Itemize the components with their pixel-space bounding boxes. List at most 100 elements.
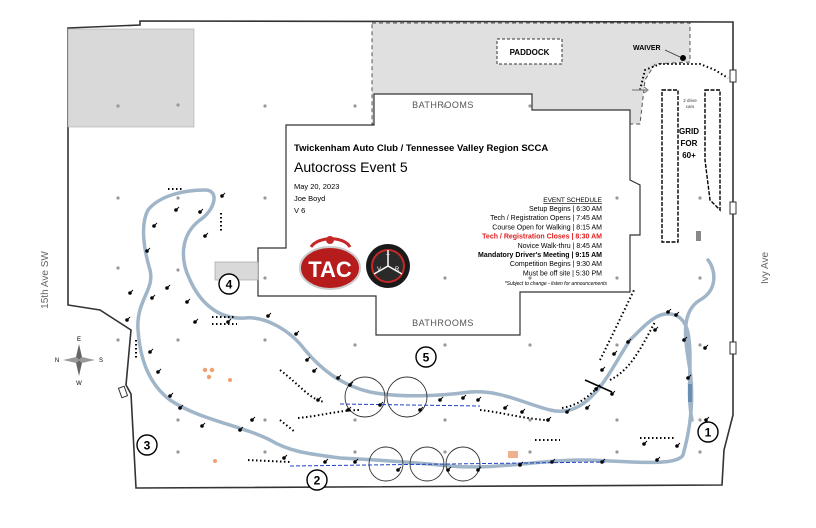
light-pole <box>528 418 532 422</box>
light-pole <box>615 450 619 454</box>
light-pole <box>528 276 532 280</box>
light-pole <box>353 450 357 454</box>
light-pole <box>698 418 702 422</box>
cone-pointer <box>551 458 556 463</box>
cone-pointer <box>601 366 606 371</box>
cone-pointer <box>337 374 342 379</box>
cone-pointer <box>547 416 552 421</box>
svg-text:S: S <box>99 358 103 364</box>
paddock-entry-arrow <box>632 86 649 94</box>
schedule-item: Competition Begins | 9:30 AM <box>510 261 602 268</box>
cone-pointer <box>447 466 452 471</box>
cone-pointer <box>149 348 154 353</box>
light-pole <box>615 343 619 347</box>
compass-rose: E W N S <box>55 337 103 387</box>
cone-pointer <box>227 318 232 323</box>
cone-pointer <box>566 408 571 413</box>
light-pole <box>353 343 357 347</box>
bathrooms-bottom-label: BATHROOMS <box>412 318 474 328</box>
cone-pointer <box>504 404 509 409</box>
cone-pointer <box>613 350 618 355</box>
cone-pointer <box>586 404 591 409</box>
grid-lane-left <box>661 89 679 243</box>
cone-pointer <box>129 289 134 294</box>
cone-pointer <box>186 298 191 303</box>
cone-pointer <box>704 344 709 349</box>
light-pole <box>263 418 267 422</box>
cone-pointer <box>153 222 158 227</box>
light-pole <box>263 450 267 454</box>
cone-pointer <box>654 326 659 331</box>
light-pole <box>443 276 447 280</box>
street-left-label: 15th Ave SW <box>40 251 51 309</box>
building-northwest <box>67 28 195 128</box>
paddock-label: PADDOCK <box>510 48 550 57</box>
cone-pointer <box>656 456 661 461</box>
schedule-item: Mandatory Driver's Meeting | 9:15 AM <box>478 252 602 259</box>
timing-box <box>508 451 518 458</box>
cone-pointer <box>683 336 688 341</box>
cone-pointer <box>179 404 184 409</box>
cone-pointer <box>157 368 162 373</box>
grid-note-line2: cars <box>686 104 695 109</box>
event-org: Twickenham Auto Club / Tennessee Valley … <box>294 143 548 154</box>
cone-pointer <box>477 396 482 401</box>
grid-lane-right <box>704 89 721 212</box>
timing-line-lower <box>289 461 606 467</box>
cone-pointer <box>379 401 384 406</box>
cone-pointer <box>306 356 311 361</box>
cone-pointer <box>349 381 354 386</box>
light-pole <box>116 338 120 342</box>
schedule-item: Must be off site | 5:30 PM <box>523 270 602 277</box>
light-pole <box>263 276 267 280</box>
cone-pointer <box>295 330 300 335</box>
event-date: May 20, 2023 <box>294 182 339 191</box>
cone-walls <box>135 188 675 463</box>
light-pole <box>353 418 357 422</box>
light-pole <box>353 104 357 108</box>
light-pole <box>528 343 532 347</box>
cones <box>125 192 710 472</box>
grid-label-line2: FOR <box>681 139 698 148</box>
light-pole <box>263 104 267 108</box>
waiver-label: WAIVER <box>633 45 661 52</box>
cone-pointer <box>667 308 672 313</box>
svg-text:3: 3 <box>144 439 151 453</box>
cone-pointer <box>199 208 204 213</box>
schedule-item: Setup Begins | 6:30 AM <box>529 206 602 213</box>
marker-3: 3 <box>136 434 158 456</box>
cone-pointer <box>169 392 174 397</box>
cone-pointer <box>462 394 467 399</box>
cone-pointer <box>687 374 692 379</box>
cone-pointer <box>166 284 171 289</box>
schedule-item: Tech / Registration Closes | 8:30 AM <box>482 234 602 241</box>
tvr-scca-logo: T V R <box>366 244 410 288</box>
light-pole <box>176 338 180 342</box>
tac-logo-text: TAC <box>308 257 352 282</box>
svg-text:4: 4 <box>226 278 233 292</box>
tac-logo: TAC <box>299 236 361 290</box>
light-pole <box>443 450 447 454</box>
cone-pointer <box>317 396 322 401</box>
grid-label-line3: 60+ <box>682 151 696 160</box>
gate-middle <box>729 201 737 215</box>
schedule-item: Novice Walk-thru | 8:45 AM <box>518 243 603 250</box>
cone-pointer <box>347 406 352 411</box>
svg-text:E: E <box>77 337 81 343</box>
marker-5: 5 <box>415 346 437 368</box>
svg-text:R: R <box>395 267 400 273</box>
cone-pointer <box>354 458 359 463</box>
light-pole <box>698 276 702 280</box>
light-pole <box>443 104 447 108</box>
event-schedule: EVENT SCHEDULE Setup Begins | 6:30 AMTec… <box>478 197 607 287</box>
cone-pointer <box>675 311 680 316</box>
light-pole <box>698 343 702 347</box>
light-pole <box>176 103 180 107</box>
marker-4: 4 <box>218 273 240 295</box>
cone-pointer <box>595 385 600 390</box>
grid-label-line1: GRID <box>679 127 699 136</box>
event-version: V 6 <box>294 206 305 215</box>
light-pole <box>263 196 267 200</box>
marker-2: 2 <box>306 469 328 491</box>
